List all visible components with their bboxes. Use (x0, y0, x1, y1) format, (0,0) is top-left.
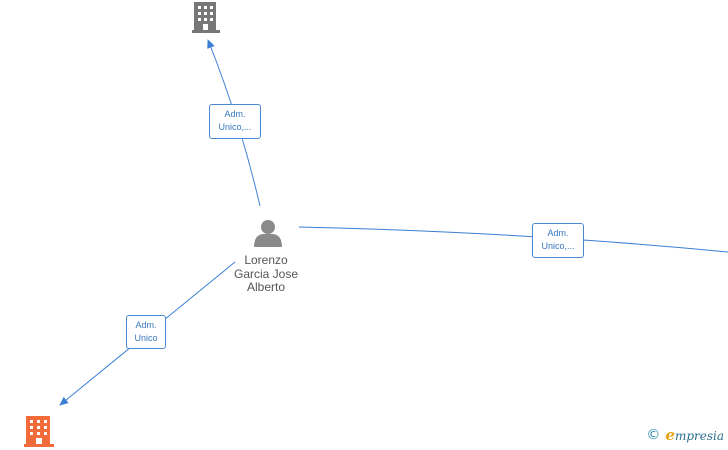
edge-label-line-1: Adm. (547, 228, 569, 238)
person-name-label[interactable]: Lorenzo Garcia Jose Alberto (221, 253, 311, 295)
edge-label-bottom-left[interactable]: Adm. Unico (126, 315, 166, 349)
building-icon[interactable] (192, 2, 220, 33)
edge-label-line-1: Adm. (135, 320, 157, 330)
edge-label-line-2: Unico (134, 333, 158, 343)
empresia-watermark: © empresia (646, 426, 724, 444)
person-name-line-2: Garcia Jose (233, 266, 299, 281)
edge-label-line-2: Unico,... (541, 241, 575, 251)
brand-name: mpresia (674, 429, 724, 443)
edge-label-top[interactable]: Adm. Unico,... (209, 104, 261, 139)
edge-to-right-company (298, 226, 728, 253)
person-name-line-3: Alberto (246, 280, 286, 294)
building-icon[interactable] (24, 416, 54, 447)
brand-initial: e (665, 426, 675, 444)
edge-label-right[interactable]: Adm. Unico,... (532, 223, 584, 258)
edge-label-line-1: Adm. (224, 109, 246, 119)
copyright-symbol: © (646, 427, 661, 443)
person-icon[interactable] (254, 220, 282, 247)
brand-logo: empresia (665, 426, 724, 444)
person-name-line-1: Lorenzo (244, 253, 288, 267)
edge-label-line-2: Unico,... (218, 122, 252, 132)
